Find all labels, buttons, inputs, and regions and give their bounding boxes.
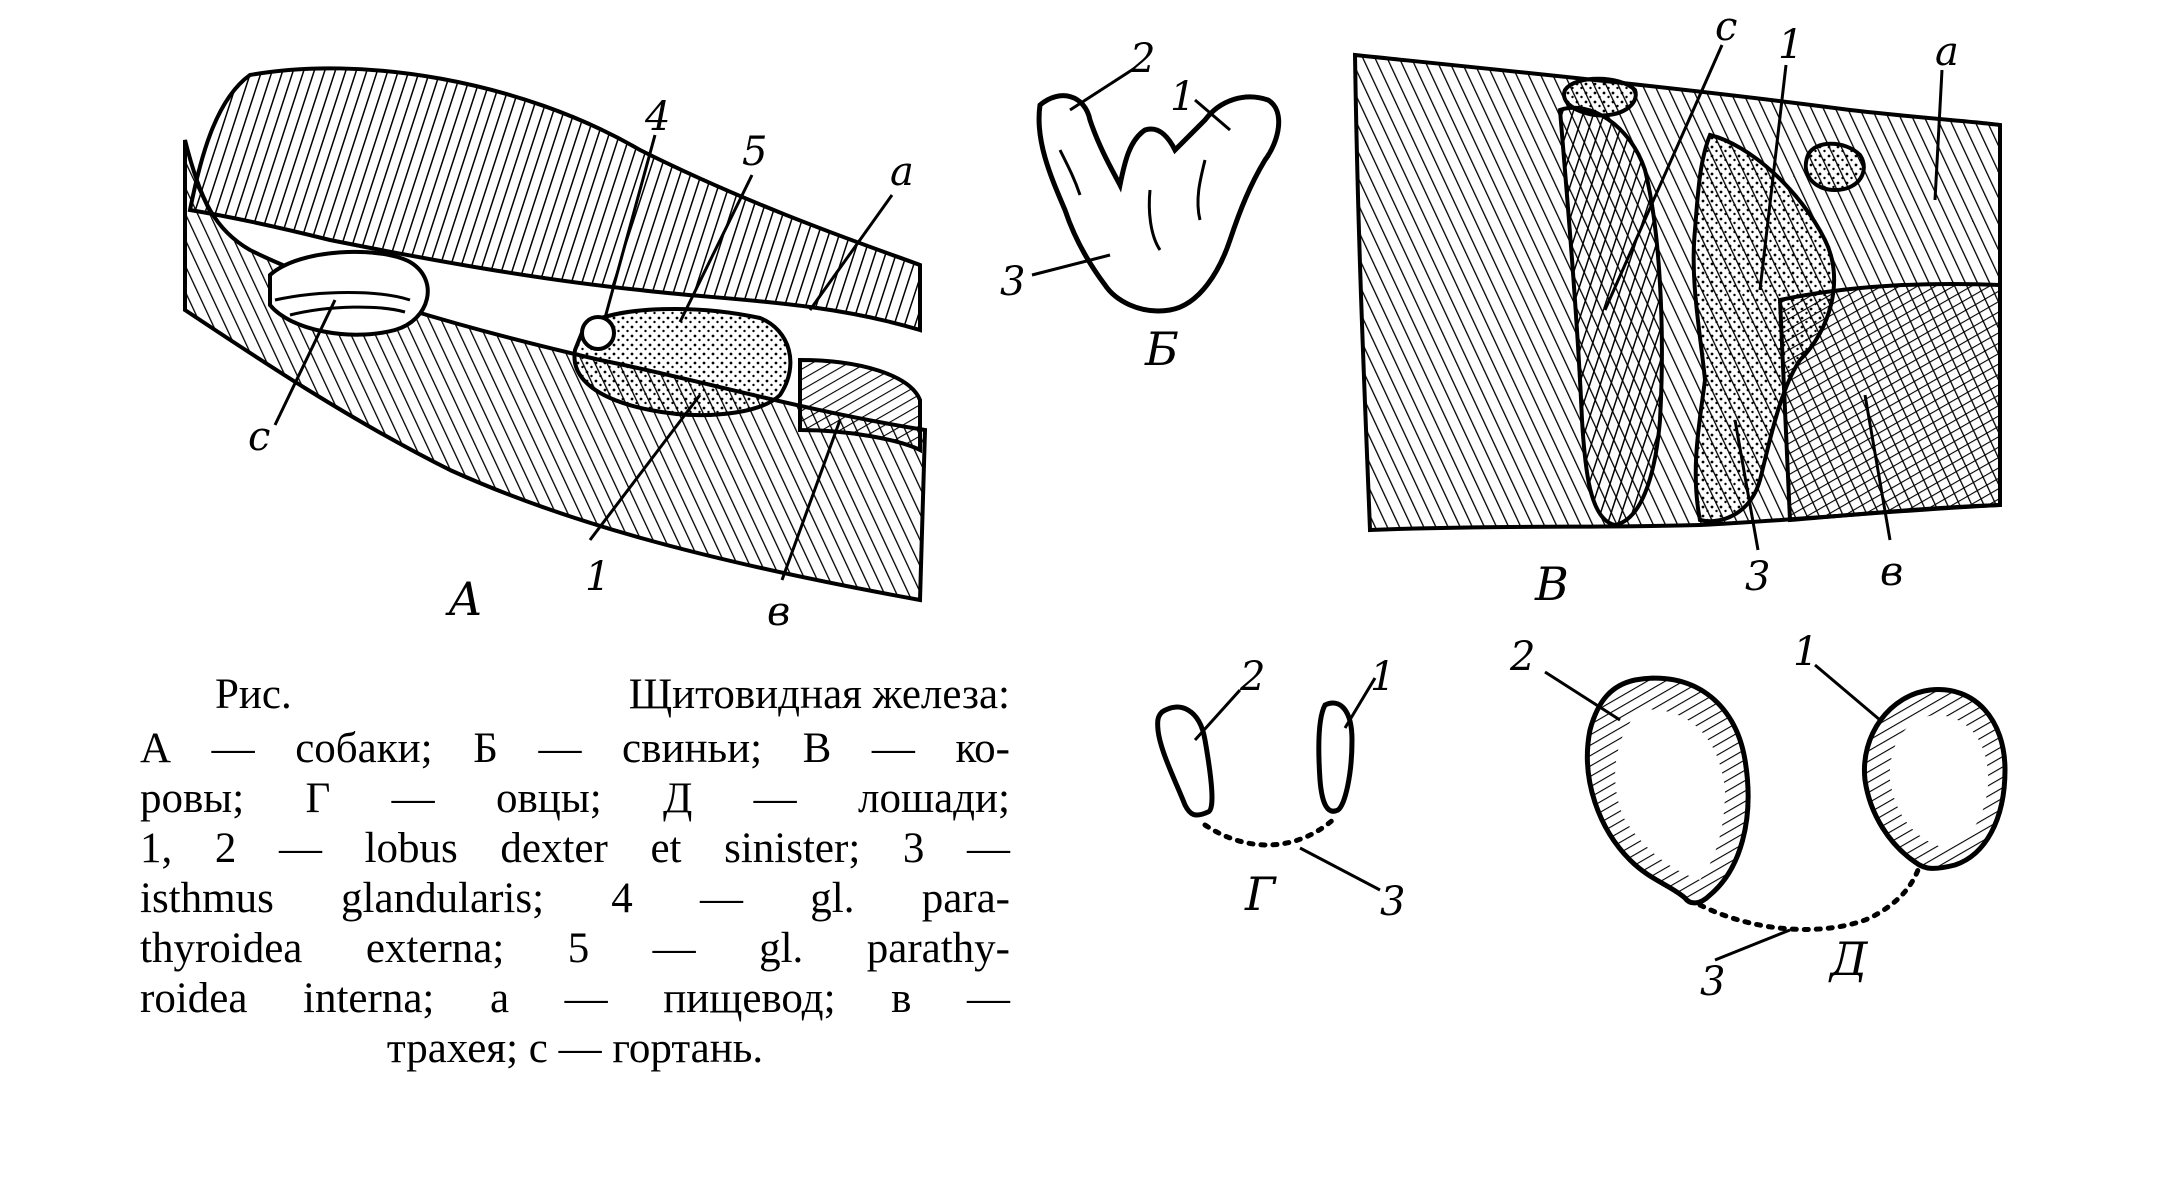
panel-v-trachea bbox=[1777, 281, 2002, 523]
caption-line: трахея; с — гортань. bbox=[386, 1025, 764, 1072]
caption-title: Щитовидная железа: bbox=[628, 671, 1010, 718]
panel-v-parathyroid-2 bbox=[1804, 141, 1866, 193]
panel-b-label-2: 2 bbox=[1129, 36, 1155, 82]
panel-g-label-1: 1 bbox=[1370, 654, 1395, 700]
caption-head: Рис. Щитовидная железа: bbox=[140, 670, 1010, 720]
panel-a-label-v: в bbox=[767, 589, 790, 635]
panel-v-title: В bbox=[1534, 557, 1569, 611]
caption-line: А — собаки; Б — свиньи; В — ко- bbox=[140, 725, 1010, 772]
panel-d-horse: 2 1 3 Д bbox=[1509, 629, 2008, 1005]
caption-line: thyroidea externa; 5 — gl. parathy- bbox=[140, 925, 1010, 972]
panel-v-larynx bbox=[1557, 105, 1664, 528]
panel-v-label-v: в bbox=[1880, 549, 1903, 595]
panel-g-label-3: 3 bbox=[1380, 879, 1405, 925]
panel-v-label-a: а bbox=[1935, 29, 1959, 75]
panel-g-lobe-left bbox=[1155, 704, 1215, 818]
panel-v-parathyroid-1 bbox=[1562, 76, 1638, 118]
figure-caption: Рис. Щитовидная железа: А — собаки; Б — … bbox=[140, 670, 1010, 1074]
panel-d-title: Д bbox=[1828, 932, 1869, 986]
panel-v-label-1: 1 bbox=[1778, 22, 1803, 68]
panel-b-title: Б bbox=[1144, 322, 1179, 376]
panel-g-lobe-right bbox=[1316, 700, 1355, 814]
caption-line: 1, 2 — lobus dexter et sinister; 3 — bbox=[140, 825, 1010, 872]
panel-v-label-3: 3 bbox=[1745, 554, 1770, 600]
panel-a-dog: 4 5 а с 1 в А bbox=[183, 66, 928, 635]
panel-d-label-2: 2 bbox=[1509, 634, 1535, 680]
panel-a-label-5: 5 bbox=[742, 129, 767, 175]
panel-a-parathyroid-externa bbox=[580, 315, 616, 351]
panel-v-cow: с 1 а 3 в В bbox=[1352, 4, 2002, 611]
caption-prefix: Рис. bbox=[215, 671, 292, 718]
caption-line: roidea interna; а — пищевод; в — bbox=[140, 975, 1010, 1022]
panel-g-sheep: 2 1 3 Г bbox=[1155, 654, 1405, 925]
panel-a-thyroid-lobe bbox=[572, 307, 793, 417]
panel-b-label-3: 3 bbox=[1000, 259, 1025, 305]
panel-g-title: Г bbox=[1244, 867, 1277, 921]
panel-d-label-3: 3 bbox=[1700, 959, 1725, 1005]
caption-body: А — собаки; Б — свиньи; В — ко- ровы; Г … bbox=[140, 724, 1010, 1074]
panel-g-label-2: 2 bbox=[1239, 654, 1265, 700]
caption-line: isthmus glandularis; 4 — gl. para- bbox=[140, 875, 1010, 922]
panel-a-label-c: с bbox=[248, 414, 270, 460]
panel-b-pig: 2 1 3 Б bbox=[1000, 36, 1282, 376]
panel-v-thyroid-lobe bbox=[1691, 132, 1837, 524]
panel-a-label-a: а bbox=[890, 149, 914, 195]
panel-d-isthmus bbox=[1697, 867, 1921, 932]
caption-line: ровы; Г — овцы; Д — лошади; bbox=[140, 775, 1010, 822]
panel-a-title: А bbox=[445, 572, 483, 626]
panel-a-label-4: 4 bbox=[644, 94, 670, 140]
panel-a-label-1: 1 bbox=[585, 554, 610, 600]
panel-b-label-1: 1 bbox=[1170, 74, 1195, 120]
panel-v-label-c: с bbox=[1715, 4, 1737, 50]
panel-d-label-1: 1 bbox=[1793, 629, 1818, 675]
panel-b-thyroid bbox=[1036, 93, 1282, 314]
panel-g-isthmus bbox=[1202, 815, 1338, 848]
